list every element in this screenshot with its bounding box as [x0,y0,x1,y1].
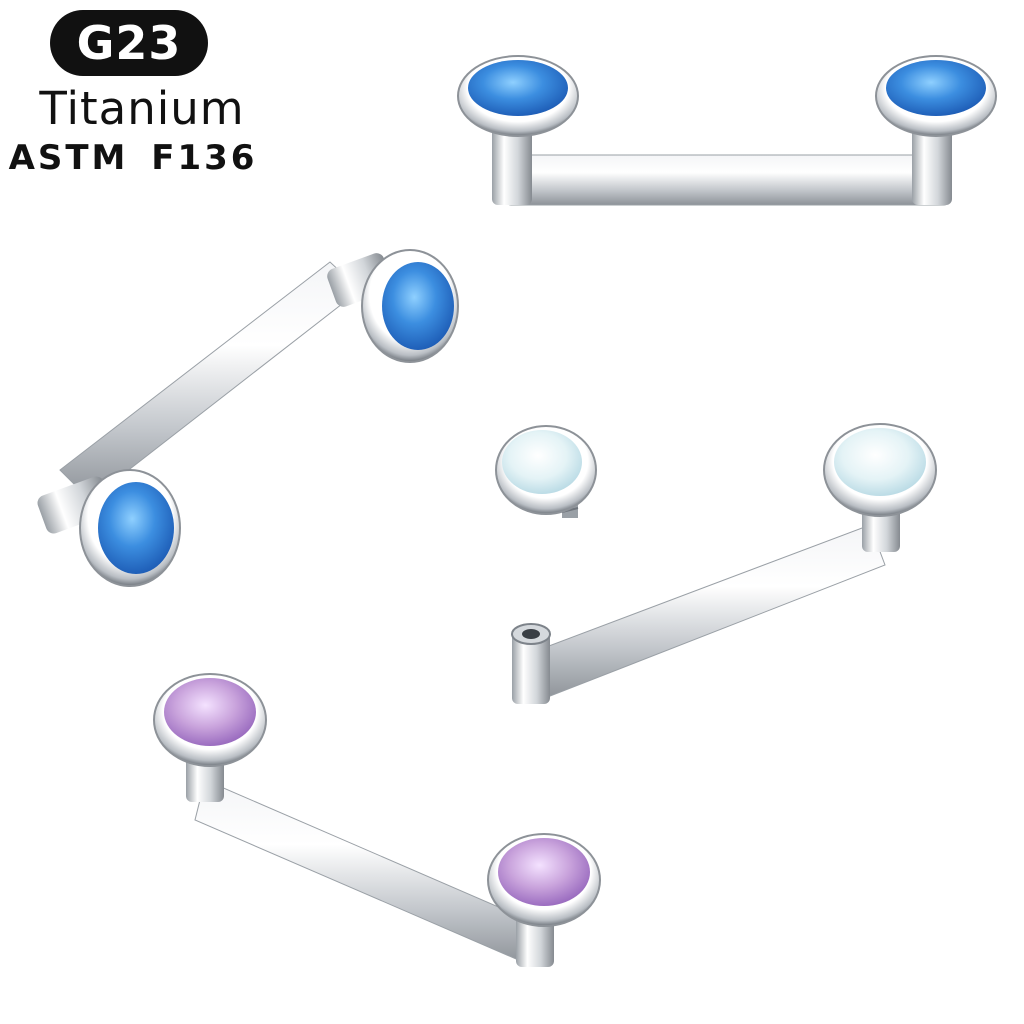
straight-bar-blue-opal [457,55,997,206]
bar-pink-opal [153,673,601,967]
angled-bar-blue-opal [37,249,459,587]
material-label: Titanium [39,82,245,135]
bar-white-opal-open-end [511,423,937,704]
standard-label: ASTM F136 [8,138,258,178]
loose-top-white-opal [495,425,597,518]
grade-badge: G23 [50,10,208,76]
